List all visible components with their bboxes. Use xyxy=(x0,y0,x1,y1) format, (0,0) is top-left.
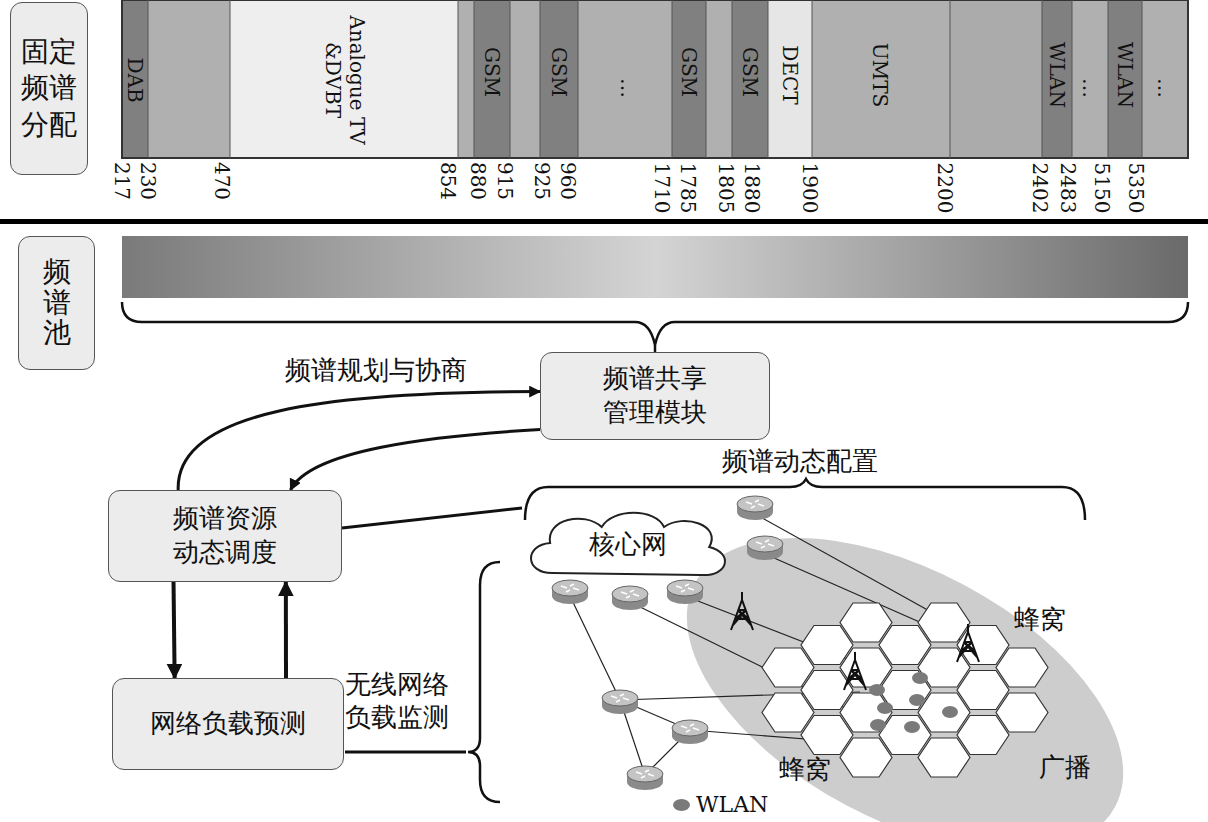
node-text: 频谱资源 动态调度 xyxy=(165,502,285,570)
band-label: … xyxy=(1153,78,1177,98)
spectrum-pool-bar xyxy=(122,236,1188,298)
brace xyxy=(468,562,500,802)
node-text: 网络负载预测 xyxy=(150,707,306,741)
node-text-group: 固定 频谱 分配 xyxy=(20,34,79,143)
band-label: … xyxy=(616,78,640,98)
band-label: WLAN xyxy=(1045,42,1069,108)
area-label: 蜂窝 xyxy=(779,754,831,785)
frequency-label: 1880 xyxy=(740,162,764,213)
legend-swatch xyxy=(673,799,690,811)
node-text-group: 网络负载预测 xyxy=(150,707,306,741)
connector-arrow xyxy=(174,582,175,678)
edge-label: 频谱规划与协商 xyxy=(282,355,470,386)
frequency-label: 2402 xyxy=(1028,162,1052,213)
band-label: … xyxy=(1078,78,1102,98)
annotation: 频谱动态配置 xyxy=(722,446,878,477)
cell-grid xyxy=(762,603,1048,777)
wlan-dots xyxy=(869,672,958,733)
frequency-label: 217 xyxy=(110,162,134,200)
frequency-label: 5150 xyxy=(1090,162,1114,213)
link-line xyxy=(345,751,466,754)
towers xyxy=(731,592,979,690)
node-text: 核心网 xyxy=(589,528,667,562)
band-label: Analogue TV &DVBT xyxy=(321,5,369,155)
link-line xyxy=(342,508,522,528)
node-text-group: 核心网 xyxy=(589,528,667,562)
frequency-label: 925 xyxy=(530,162,554,200)
band-label: DECT xyxy=(778,45,802,104)
frequency-label: 1900 xyxy=(798,162,822,213)
spectrum-bar xyxy=(122,0,1188,158)
band-label: WLAN xyxy=(1113,42,1137,108)
frequency-label: 960 xyxy=(556,162,580,200)
node-text: 频谱共享 管理模块 xyxy=(595,362,715,430)
connector-arrow xyxy=(178,392,540,490)
frequency-label: 1805 xyxy=(714,162,738,213)
frequency-label: 230 xyxy=(136,162,160,200)
cell-hexagon xyxy=(996,648,1048,687)
frequency-label: 1785 xyxy=(676,162,700,213)
node-text: 固定 频谱 分配 xyxy=(20,34,79,143)
connector-arrow xyxy=(291,429,540,490)
core-network-cloud: 核心网 xyxy=(520,505,735,585)
node-text: 频谱池 xyxy=(43,257,71,349)
band-label: GSM xyxy=(738,47,762,97)
legend-text: WLAN xyxy=(696,792,768,818)
frequency-label: 1710 xyxy=(650,162,674,213)
frequency-label: 880 xyxy=(466,162,490,200)
frequency-label: 854 xyxy=(436,162,460,200)
connector-arrow xyxy=(284,582,288,678)
band-label: DAB xyxy=(123,57,147,102)
band-label: GSM xyxy=(547,47,571,97)
cloud-shape xyxy=(531,513,725,575)
process-box: 频谱共享 管理模块 xyxy=(540,352,770,440)
node-text-group: 频谱池 xyxy=(43,257,71,349)
area-label: 蜂窝 xyxy=(1014,604,1066,635)
annotation: 无线网络 负载监测 xyxy=(345,668,457,733)
frequency-label: 2483 xyxy=(1056,162,1080,213)
frequency-label: 2200 xyxy=(933,162,957,213)
network-wires xyxy=(570,514,965,775)
frequency-label: 5350 xyxy=(1124,162,1148,213)
section-label: 频谱池 xyxy=(18,236,95,370)
broadcast-area xyxy=(636,473,1174,822)
brace xyxy=(525,479,1085,520)
divider xyxy=(0,219,1208,224)
band-label: GSM xyxy=(480,47,504,97)
brace xyxy=(122,302,1188,345)
cell-hexagon xyxy=(996,693,1048,732)
frequency-label: 915 xyxy=(493,162,517,200)
frequency-label: 470 xyxy=(210,162,234,200)
node-text-group: 频谱资源 动态调度 xyxy=(165,502,285,570)
area-label: 广播 xyxy=(1039,752,1091,783)
band-label: GSM xyxy=(677,47,701,97)
process-box: 网络负载预测 xyxy=(112,678,344,770)
brace-stem xyxy=(654,345,657,352)
section-label: 固定 频谱 分配 xyxy=(10,2,88,175)
band-label: UMTS xyxy=(868,43,892,107)
node-text-group: 频谱共享 管理模块 xyxy=(595,362,715,430)
process-box: 频谱资源 动态调度 xyxy=(108,490,342,582)
